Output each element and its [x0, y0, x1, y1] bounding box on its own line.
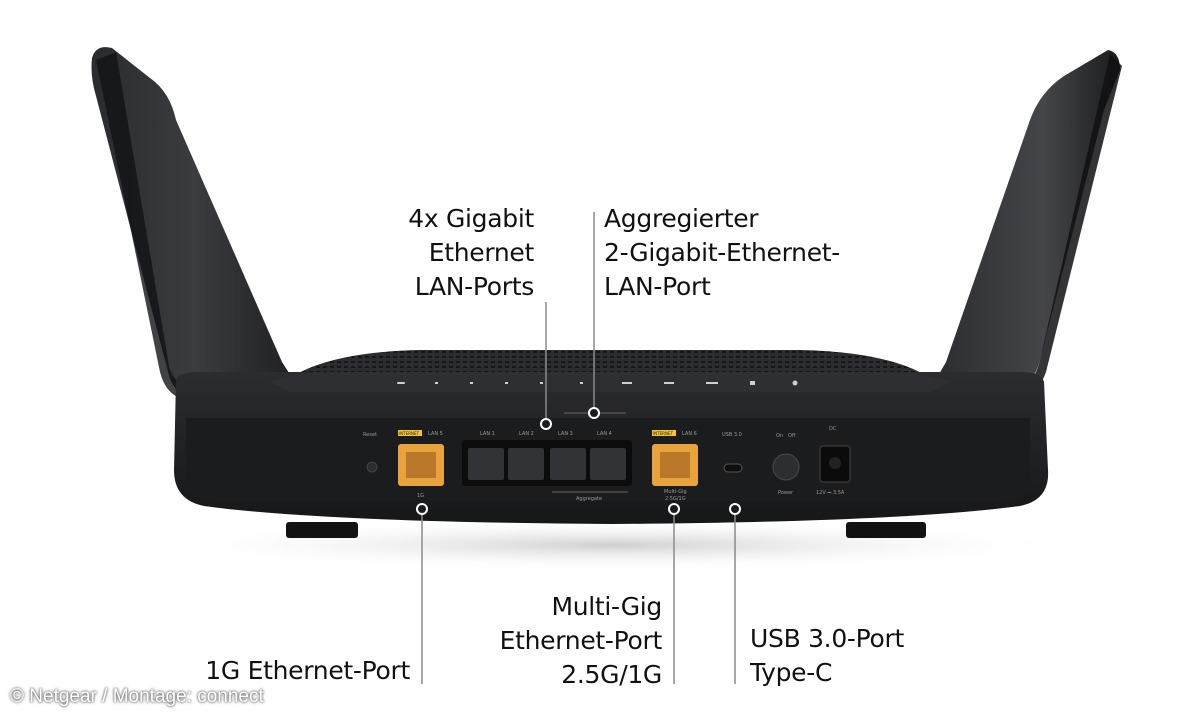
- internet-tag-1: [398, 430, 422, 436]
- usb-port-line-1: USB 3.0-Port: [750, 624, 905, 653]
- right-antenna-edge: [1012, 54, 1122, 400]
- lan-ports-line-1: 4x Gigabit: [408, 204, 534, 233]
- aggregated-port-label: Aggregierter 2-Gigabit-Ethernet- LAN-Por…: [604, 202, 840, 304]
- multigig-port-label: Multi-Gig Ethernet-Port 2.5G/1G: [470, 590, 663, 692]
- multigig-port-line-3: 2.5G/1G: [561, 660, 662, 689]
- power-button[interactable]: [772, 453, 800, 481]
- ethernet-1g-line: 1G Ethernet-Port: [205, 656, 410, 685]
- multigig-marker: [668, 503, 680, 515]
- usb-port-label: USB 3.0-Port Type-C: [750, 622, 904, 690]
- left-foot: [286, 522, 358, 538]
- router-top: [290, 350, 930, 378]
- usb-port-line-2: Type-C: [750, 658, 833, 687]
- ethernet-1g-marker: [416, 503, 428, 515]
- reset-button[interactable]: [366, 461, 378, 473]
- lan-port-block: [462, 440, 632, 486]
- lan3-label: LAN 3: [558, 431, 573, 437]
- lan-ports-marker: [540, 418, 552, 430]
- leader-lines: [421, 212, 736, 684]
- multigig-speed-label: 2.5G/1G: [665, 496, 686, 502]
- right-antenna: [930, 50, 1120, 396]
- lan2-port[interactable]: [508, 448, 544, 480]
- aggregated-port-line-1: Aggregierter: [604, 204, 759, 233]
- lan-ports-line-2: Ethernet: [428, 238, 535, 267]
- ethernet-1g-label: 1G Ethernet-Port: [180, 654, 410, 688]
- led-row: [397, 380, 798, 386]
- lan-ports-label: 4x Gigabit Ethernet LAN-Ports: [380, 202, 534, 304]
- internet-tag-1-text: INTERNET: [399, 431, 419, 436]
- lan1-label: LAN 1: [480, 431, 495, 437]
- multigig-label: Multi-Gig: [664, 489, 687, 495]
- right-foot: [846, 522, 926, 538]
- dc-label: DC: [829, 426, 837, 432]
- lan5-label: LAN 5: [428, 431, 443, 437]
- left-antenna-edge: [96, 52, 200, 400]
- off-label: Off: [788, 433, 796, 439]
- speed-1g-label: 1G: [417, 493, 424, 499]
- lan3-port[interactable]: [550, 448, 586, 480]
- dc-jack-hole: [829, 457, 841, 469]
- leader-dots: [416, 407, 741, 515]
- on-label: On: [776, 433, 783, 439]
- lan1-port[interactable]: [468, 448, 504, 480]
- lan6-label: LAN 6: [682, 431, 697, 437]
- internet-tag-2-text: INTERNET: [653, 431, 673, 436]
- aggregate-label: Aggregate: [576, 496, 602, 502]
- aggregated-port-line-3: LAN-Port: [604, 272, 711, 301]
- ethernet-1g-port-socket: [406, 452, 436, 478]
- lan2-label: LAN 2: [519, 431, 534, 437]
- usb-marker: [729, 503, 741, 515]
- photo-credit: © Netgear / Montage: connect: [10, 686, 264, 707]
- multigig-port-socket: [660, 452, 690, 478]
- power-label: Power: [778, 490, 794, 496]
- power-spec-label: 12V ⎓ 3.5A: [816, 490, 845, 496]
- aggregated-port-marker: [588, 407, 600, 419]
- lan4-port[interactable]: [590, 448, 626, 480]
- lan4-label: LAN 4: [597, 431, 612, 437]
- left-antenna: [91, 47, 300, 401]
- floor-shadow: [142, 519, 1082, 571]
- lan-ports-line-3: LAN-Ports: [414, 272, 535, 301]
- internet-tag-2: [652, 430, 676, 436]
- aggregated-port-line-2: 2-Gigabit-Ethernet-: [604, 238, 840, 267]
- lan-ports: [468, 448, 626, 480]
- multigig-port-line-2: Ethernet-Port: [499, 626, 663, 655]
- reset-label: Reset: [363, 432, 377, 438]
- router-top-lip: [270, 372, 950, 392]
- usb-c-port[interactable]: [723, 463, 743, 473]
- multigig-port-line-1: Multi-Gig: [551, 592, 662, 621]
- usb-label: USB 3.0: [722, 432, 742, 438]
